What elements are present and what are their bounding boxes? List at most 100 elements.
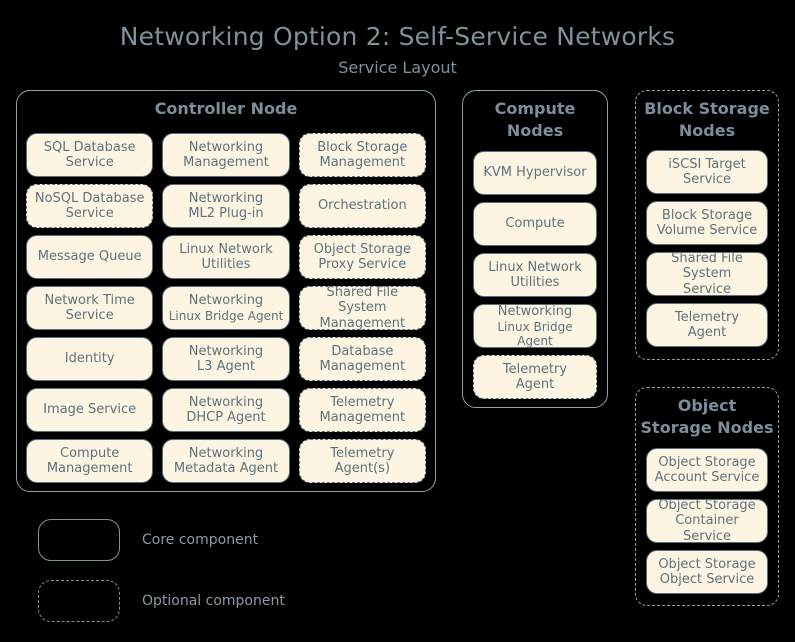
service-box-line2: Metadata Agent [173,461,279,476]
service-box-line2: Service [65,206,114,221]
legend-core-swatch [38,519,120,561]
service-box-label: KVM Hypervisor [478,165,592,180]
service-box-line2: L3 Agent [196,359,256,374]
service-box-line2: Container Service [675,513,739,544]
service-box-line2: Management [46,461,133,476]
service-box-line1: Object Storage [313,241,411,257]
service-box-line1: Linux Network [179,241,273,257]
service-box-label: Identity [31,351,148,366]
service-box-line2: ML2 Plug-in [188,206,264,221]
service-box[interactable]: Image Service [26,388,154,432]
service-box-line2: Object Service [659,572,755,587]
service-box[interactable]: Message Queue [26,235,154,279]
service-box-line1: Compute [60,445,120,461]
service-box-label: Orchestration [304,198,421,213]
service-box-line1: Networking [188,343,264,359]
service-box-line2: Management [183,155,269,170]
service-box-line2: Management [319,315,406,331]
service-box-line2: Service [682,281,732,297]
service-box-line1: Identity [64,351,115,367]
service-box-line1: Telemetry [330,394,395,410]
service-box-line1: Networking [188,394,264,410]
service-box-label: Compute [478,216,592,231]
page-subtitle: Service Layout [338,58,457,77]
service-box-line1: Telemetry [502,361,568,377]
service-box[interactable]: Identity [26,337,154,381]
service-box-line1: Compute [505,216,565,232]
service-box-line2: Utilities [510,275,560,290]
service-box-line2: Linux Bridge Agent [168,308,284,323]
legend-core-row: Core component [38,519,258,561]
service-box-label: Message Queue [31,249,148,264]
service-box-line2: Management [319,410,406,425]
service-box-line2: Management [319,155,406,170]
service-box-line1: Message Queue [37,249,142,265]
service-box-line1: Object Storage [658,454,756,470]
service-box[interactable]: Compute [473,202,597,246]
service-box-line2: Management [319,359,406,374]
service-box-line1: Network Time [44,292,135,308]
service-box-line1: Shared File System [326,285,399,316]
service-box-line2: Account Service [654,470,760,485]
service-box[interactable]: Orchestration [298,184,426,228]
service-box-line2: Linux Bridge Agent [497,319,573,348]
service-box-line2: Agent [515,377,555,392]
page-title: Networking Option 2: Self-Service Networ… [119,22,676,51]
node-title-object-storage-nodes: Object Storage Nodes [640,396,774,437]
service-box-line2: Service [682,172,732,187]
legend-optional-swatch [38,580,120,622]
service-box-label: Image Service [31,402,148,417]
service-box-line1: KVM Hypervisor [483,165,587,181]
service-box-line1: Orchestration [317,198,407,214]
service-box-line2: Volume Service [656,223,758,238]
service-box-line1: Block Storage [317,139,408,155]
service-box-line2: Service [65,308,114,323]
service-box-line2: Utilities [201,257,251,272]
service-box[interactable]: KVM Hypervisor [473,151,597,195]
service-box-line1: iSCSI Target [668,156,746,172]
service-box-line1: Object Storage [658,498,756,514]
